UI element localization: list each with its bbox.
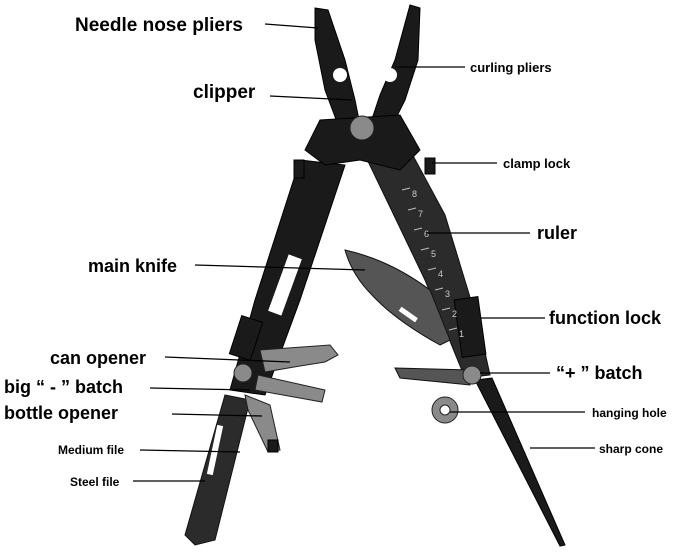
ruler-tick-label: 5 [431, 249, 436, 259]
ruler-scale [401, 187, 458, 331]
left-lock-block [228, 314, 264, 362]
medium-file-tip [267, 439, 279, 453]
ruler-tick-label: 2 [452, 309, 457, 319]
steel-file-slot [206, 424, 224, 476]
plus-batch-driver [394, 367, 471, 386]
label-ruler: ruler [537, 223, 577, 243]
label-needle-nose-pliers: Needle nose pliers [75, 15, 243, 36]
knife-slot [398, 306, 418, 323]
clamp-lock-nub [424, 157, 436, 175]
leader-lines [133, 23, 595, 482]
leader-clipper [269, 95, 353, 101]
ruler-tick-label: 1 [459, 329, 464, 339]
left-handle-slot [268, 254, 302, 316]
curling-notch [383, 68, 397, 82]
main-knife-blade [344, 249, 451, 346]
label-clamp-lock: clamp lock [503, 156, 571, 171]
leader-main-knife [194, 264, 366, 271]
left-lower-pivot [233, 363, 253, 383]
ruler-numbers: 8 7 6 5 4 3 2 1 [412, 189, 464, 339]
label-plus-batch: “+ ” batch [556, 363, 643, 383]
label-main-knife: main knife [88, 256, 177, 276]
minus-batch-driver [254, 374, 326, 403]
label-curling-pliers: curling pliers [470, 60, 552, 75]
label-minus-batch: big “ - ” batch [4, 377, 123, 397]
leader-minus-batch [149, 387, 251, 391]
right-lower-pivot [462, 365, 482, 385]
leader-needle-nose [264, 23, 319, 29]
steel-file-blade [184, 394, 251, 546]
ruler-tick-label: 3 [445, 289, 450, 299]
ruler-tick-label: 6 [424, 229, 429, 239]
leader-medium-file [139, 449, 241, 453]
leader-can-opener [164, 356, 291, 363]
ruler-tick-label: 7 [418, 209, 423, 219]
label-bottle-opener: bottle opener [4, 403, 118, 423]
pivot-head [304, 114, 421, 171]
leader-bottle-opener [171, 413, 263, 417]
sharp-cone [474, 377, 566, 547]
function-lock-block [453, 296, 487, 358]
callout-labels: Needle nose pliers curling pliers clippe… [4, 15, 667, 489]
label-hanging-hole: hanging hole [592, 406, 667, 420]
pivot-bolt [349, 115, 375, 141]
label-medium-file: Medium file [58, 443, 124, 457]
label-sharp-cone: sharp cone [599, 442, 663, 456]
left-clamp-nub [293, 159, 305, 179]
can-opener-tool [259, 344, 339, 373]
ruler-tick-label: 4 [438, 269, 443, 279]
clipper-notch [333, 68, 347, 82]
multitool-illustration: 8 7 6 5 4 3 2 1 [184, 4, 566, 547]
ruler-tick-label: 8 [412, 189, 417, 199]
hanging-hole [439, 404, 451, 416]
label-function-lock: function lock [549, 308, 662, 328]
label-can-opener: can opener [50, 348, 146, 368]
label-steel-file: Steel file [70, 475, 120, 489]
label-clipper: clipper [193, 82, 256, 103]
